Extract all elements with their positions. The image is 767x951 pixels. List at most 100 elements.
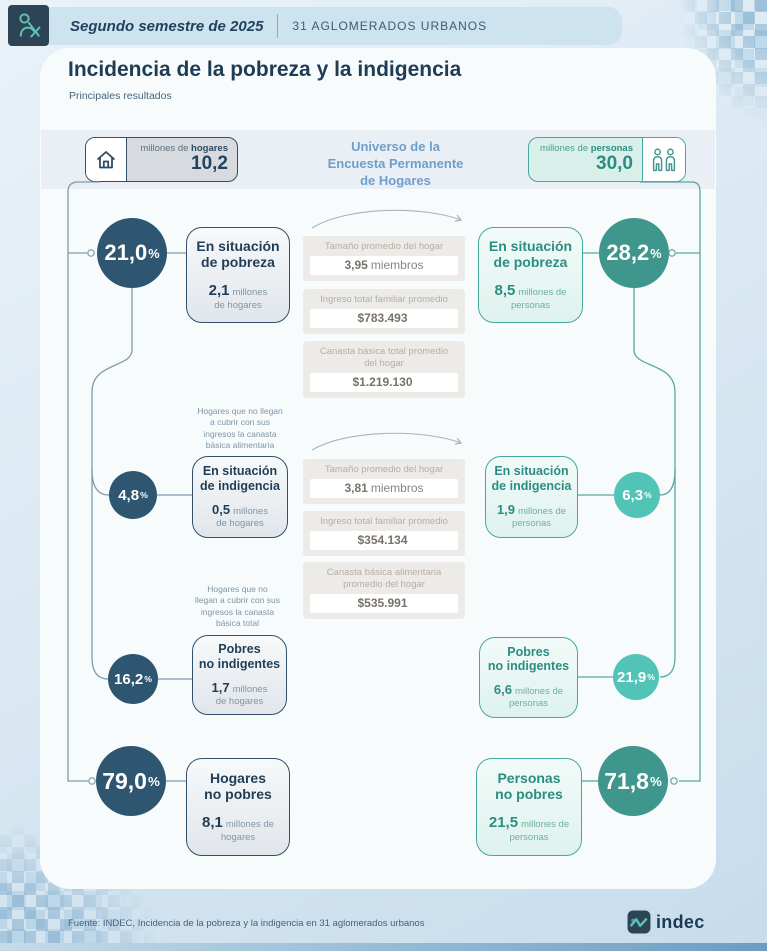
persons-value: 30,0 [596, 153, 633, 174]
stat-unit: miembros [370, 481, 424, 496]
persons-label: millones de personas [533, 143, 633, 154]
indec-wordmark: indec [656, 911, 705, 932]
value-number: 1,9 [496, 501, 515, 517]
percent-value: 6,3 [622, 486, 644, 504]
persons-poverty-percent: 28,2% [599, 218, 669, 288]
percent-sign: % [144, 674, 152, 684]
persons-total-text: millones de personas 30,0 [529, 138, 642, 181]
households-value: 10,2 [191, 153, 228, 174]
percent-value: 79,0 [102, 767, 147, 794]
universe-title: Universo de la Encuesta Permanente de Ho… [327, 139, 464, 188]
value-unit: millones de personas [509, 818, 570, 844]
page-title: Incidencia de la pobreza y la indigencia [68, 58, 462, 81]
stat-total-basket-poverty: Canasta básica total promedio del hogar … [303, 341, 465, 398]
households-total-card: millones de hogares 10,2 [85, 137, 238, 182]
value-unit: millones de hogares [214, 286, 268, 312]
stat-family-income-poverty: Ingreso total familiar promedio $783.493 [303, 289, 465, 334]
value-unit: millones de hogares [216, 505, 268, 529]
stat-family-income-indigence: Ingreso total familiar promedio $354.134 [303, 511, 465, 556]
persons-not-poor-percent: 71,8% [598, 746, 668, 816]
box-title: Pobres no indigentes [198, 642, 281, 671]
stat-number: $1.219.130 [352, 375, 413, 390]
stat-food-basket-indigence: Canasta básica alimentaria promedio del … [303, 562, 465, 619]
box-title: En situación de pobreza [196, 237, 280, 271]
stat-label: Tamaño promedio del hogar [324, 241, 444, 252]
indec-logo-icon [18, 12, 40, 37]
percent-value: 28,2 [606, 240, 650, 265]
stat-number: 3,81 [344, 481, 368, 496]
stat-value: $783.493 [310, 308, 458, 328]
stat-label: Canasta básica total promedio del hogar [319, 346, 449, 369]
stat-number: 3,95 [344, 258, 368, 273]
value-unit: millones de personas [511, 505, 567, 529]
stat-label: Ingreso total familiar promedio [320, 516, 448, 527]
value-unit: millones de personas [508, 686, 564, 710]
percent-value: 21,9 [617, 668, 647, 686]
households-indigence-percent: 4,8% [109, 471, 157, 519]
households-poor-not-indigent-percent: 16,2% [108, 654, 158, 704]
indigence-definition-note: Hogares que no llegan a cubrir con sus i… [197, 406, 283, 451]
persons-poor-not-indigent-percent: 21,9% [613, 654, 659, 700]
persons-total-card: millones de personas 30,0 [528, 137, 686, 182]
header-divider [277, 14, 279, 38]
value-number: 2,1 [208, 281, 230, 299]
persons-label-bold: personas [590, 143, 633, 154]
stat-number: $354.134 [357, 533, 408, 548]
value-unit: millones de hogares [215, 683, 268, 707]
stat-unit: miembros [370, 258, 424, 273]
value-number: 6,6 [493, 682, 512, 698]
indec-logo-glyph [8, 5, 49, 46]
persons-label-prefix: millones de [540, 143, 591, 154]
indec-brand-icon [627, 910, 651, 934]
stat-label: Tamaño promedio del hogar [324, 464, 444, 475]
value-number: 21,5 [488, 813, 519, 831]
percent-sign: % [644, 490, 652, 500]
households-label: millones de hogares [131, 143, 228, 154]
value-number: 1,7 [211, 679, 230, 695]
value-number: 8,5 [494, 281, 516, 299]
bottom-gradient-bar [0, 943, 767, 951]
source-note: Fuente: INDEC, Incidencia de la pobreza … [68, 918, 425, 929]
percent-value: 21,0 [104, 240, 148, 265]
stat-number: $783.493 [357, 311, 408, 326]
percent-value: 71,8 [604, 767, 649, 794]
box-title: En situación de indigencia [491, 464, 572, 493]
header-bar: Segundo semestre de 2025 31 AGLOMERADOS … [32, 7, 622, 45]
value-unit: millones de hogares [220, 818, 274, 844]
value-number: 0,5 [212, 501, 231, 517]
percent-sign: % [148, 245, 160, 261]
percent-sign: % [140, 490, 148, 500]
scope-label: 31 AGLOMERADOS URBANOS [292, 19, 488, 33]
percent-value: 4,8 [118, 486, 140, 504]
percent-sign: % [647, 672, 655, 682]
persons-icon [642, 138, 685, 181]
indec-brand: indec [627, 910, 705, 934]
period-label: Segundo semestre de 2025 [70, 17, 264, 35]
households-total-text: millones de hogares 10,2 [127, 138, 237, 181]
page-subtitle: Principales resultados [69, 90, 172, 102]
percent-sign: % [147, 773, 160, 789]
box-title: Pobres no indigentes [487, 644, 570, 674]
box-title: En situación de indigencia [200, 464, 280, 493]
house-icon [86, 138, 127, 181]
households-label-prefix: millones de [140, 143, 192, 154]
persons-indigence-percent: 6,3% [614, 472, 660, 518]
stat-value: $1.219.130 [310, 372, 458, 392]
households-not-poor-percent: 79,0% [96, 746, 166, 816]
